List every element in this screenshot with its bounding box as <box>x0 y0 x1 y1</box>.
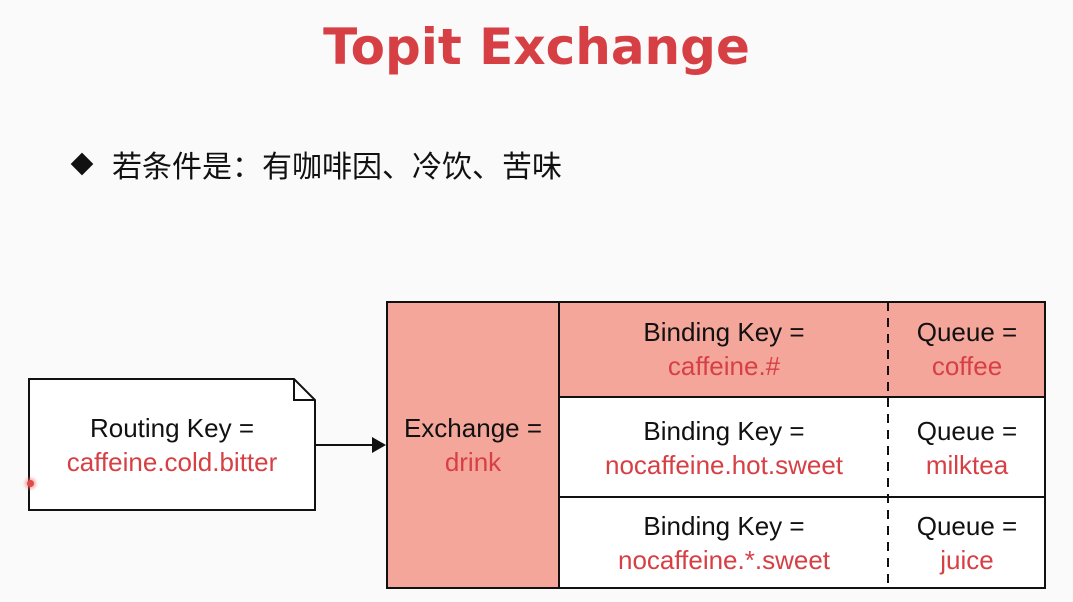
routing-key-value: caffeine.cold.bitter <box>66 446 278 477</box>
cursor-dot <box>27 480 34 487</box>
binding-key-cell: Binding Key = nocaffeine.hot.sweet <box>560 398 888 497</box>
binding-key-label: Binding Key = <box>643 415 805 446</box>
binding-key-value: nocaffeine.*.sweet <box>618 545 830 575</box>
diamond-bullet-icon <box>70 152 94 176</box>
routing-arrow <box>316 432 388 463</box>
queue-label: Queue = <box>916 317 1018 347</box>
binding-key-value: nocaffeine.hot.sweet <box>604 449 844 480</box>
queue-cell: Queue = juice <box>889 498 1045 588</box>
note-shape <box>28 378 316 511</box>
queue-cell: Queue = milktea <box>889 398 1045 497</box>
queue-value: juice <box>940 545 994 575</box>
queue-label: Queue = <box>916 511 1018 541</box>
binding-key-label: Binding Key = <box>643 317 805 347</box>
exchange-cell: Exchange = drink <box>386 301 560 589</box>
binding-key-cell: Binding Key = caffeine.# <box>560 301 888 397</box>
binding-key-value: caffeine.# <box>667 351 781 381</box>
arrow-right-icon <box>316 437 386 453</box>
condition-bullet: 若条件是：有咖啡因、冷饮、苦味 <box>70 140 562 188</box>
exchange-table: Exchange = drink Binding Key = caffeine.… <box>386 301 1046 589</box>
routing-key-content: Routing Key = caffeine.cold.bitter <box>28 378 316 511</box>
binding-key-label: Binding Key = <box>643 511 805 541</box>
exchange-value: drink <box>444 447 502 477</box>
slide-title: Topit Exchange <box>323 18 750 76</box>
binding-key-cell: Binding Key = nocaffeine.*.sweet <box>560 498 888 588</box>
queue-label: Queue = <box>916 415 1018 446</box>
queue-cell: Queue = coffee <box>889 301 1045 397</box>
queue-value: milktea <box>925 449 1009 480</box>
routing-key-label: Routing Key = <box>89 412 255 443</box>
condition-text: 若条件是：有咖啡因、冷饮、苦味 <box>112 150 562 185</box>
table-grid <box>386 301 1046 589</box>
routing-key-box: Routing Key = caffeine.cold.bitter <box>28 378 316 511</box>
queue-value: coffee <box>931 351 1003 381</box>
exchange-label: Exchange = <box>403 413 543 443</box>
